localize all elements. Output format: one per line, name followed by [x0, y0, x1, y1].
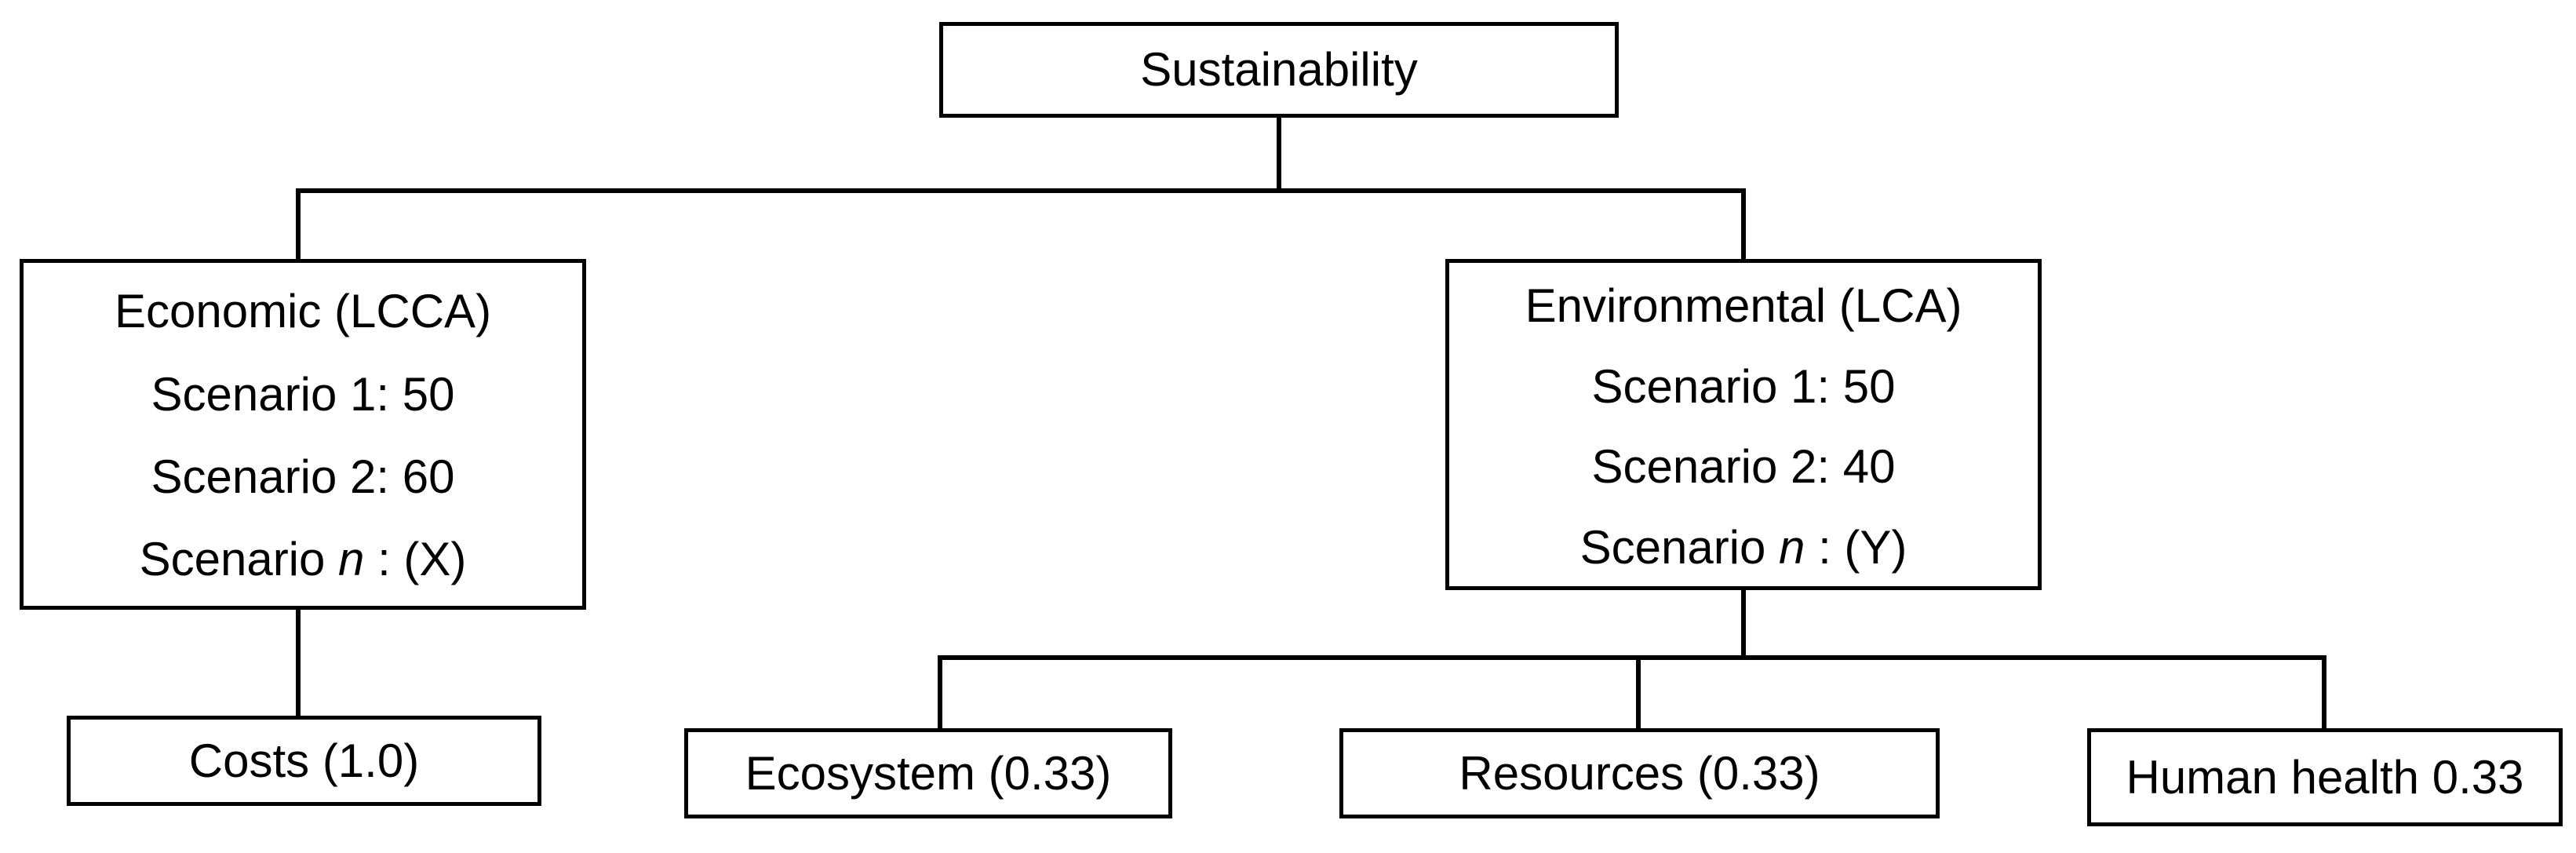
- environmental-box: Environmental (LCA) Scenario 1: 50 Scena…: [1445, 259, 2042, 590]
- connector-economic-drop: [296, 188, 301, 259]
- sustainability-box: Sustainability: [939, 22, 1619, 118]
- costs-box: Costs (1.0): [67, 716, 541, 806]
- sustainability-label: Sustainability: [1140, 43, 1418, 96]
- connector-economic-to-costs: [296, 608, 301, 718]
- costs-label: Costs (1.0): [188, 734, 420, 787]
- environmental-scenario-n: Scenario n : (Y): [1579, 521, 1907, 574]
- environmental-scenario-1: Scenario 1: 50: [1591, 360, 1896, 413]
- connector-human-health-drop: [2322, 655, 2326, 730]
- environmental-title: Environmental (LCA): [1525, 279, 1962, 332]
- ecosystem-box: Ecosystem (0.33): [684, 728, 1172, 818]
- connector-bottom-bar: [938, 655, 2326, 660]
- environmental-scenario-2: Scenario 2: 40: [1591, 440, 1896, 493]
- connector-resources-drop: [1636, 655, 1641, 730]
- resources-label: Resources (0.33): [1459, 746, 1820, 800]
- human-health-label: Human health 0.33: [2126, 750, 2524, 804]
- economic-title: Economic (LCCA): [114, 285, 492, 337]
- human-health-box: Human health 0.33: [2087, 728, 2563, 826]
- economic-scenario-n: Scenario n : (X): [139, 533, 467, 585]
- connector-top-bar: [296, 188, 1746, 193]
- economic-scenario-2: Scenario 2: 60: [151, 450, 455, 503]
- resources-box: Resources (0.33): [1339, 728, 1940, 818]
- connector-environmental-drop: [1741, 188, 1746, 259]
- connector-environmental-stem: [1741, 589, 1746, 659]
- economic-scenario-1: Scenario 1: 50: [151, 368, 455, 421]
- ecosystem-label: Ecosystem (0.33): [745, 746, 1112, 800]
- connector-root-stem: [1277, 116, 1281, 192]
- economic-box: Economic (LCCA) Scenario 1: 50 Scenario …: [20, 259, 586, 610]
- connector-ecosystem-drop: [938, 655, 942, 730]
